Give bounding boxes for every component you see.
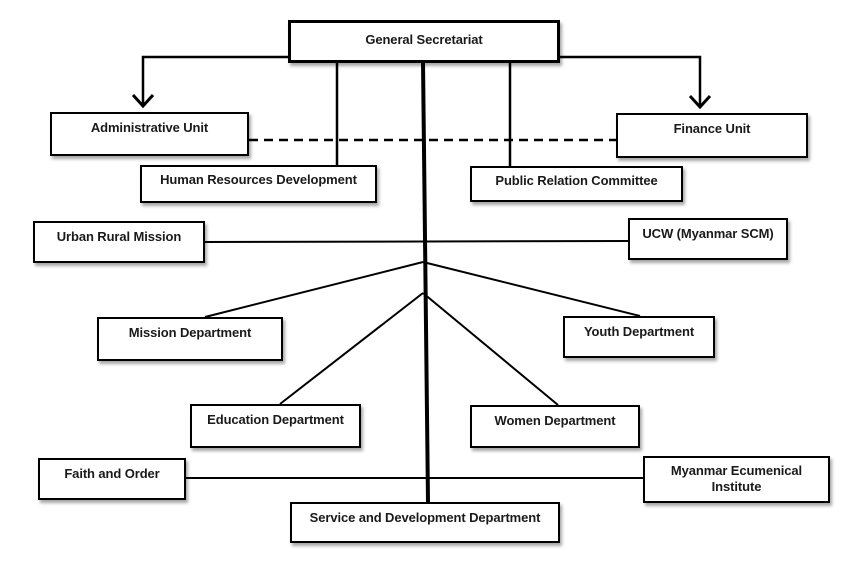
node-women-department: Women Department (470, 405, 640, 448)
node-mission-department: Mission Department (97, 317, 283, 361)
node-label: Education Department (207, 412, 344, 427)
edge-trunk-to-mission-department (204, 261, 424, 318)
node-finance-unit: Finance Unit (616, 113, 808, 158)
edge-trunk-to-youth-department (422, 261, 641, 317)
node-label: Faith and Order (64, 466, 160, 481)
node-label: Administrative Unit (90, 120, 209, 135)
node-urban-rural-mission: Urban Rural Mission (33, 221, 205, 263)
node-general-secretariat: General Secretariat (288, 20, 560, 63)
node-label: Women Department (494, 413, 616, 428)
node-human-resources-development: Human Resources Development (140, 165, 377, 203)
node-myanmar-ecumenical-institute: Myanmar Ecumenical Institute (643, 456, 830, 503)
edge-gs-to-administrative-unit (141, 55, 288, 104)
node-label: Youth Department (583, 324, 695, 339)
node-public-relation-committee: Public Relation Committee (470, 166, 683, 202)
node-label: Human Resources Development (160, 172, 357, 187)
node-education-department: Education Department (190, 404, 361, 448)
arrowhead-administrative-unit-icon (131, 93, 155, 109)
node-service-and-development-department: Service and Development Department (290, 502, 560, 543)
central-trunk-line (421, 61, 430, 503)
node-label: Service and Development Department (309, 510, 541, 525)
node-label: Urban Rural Mission (56, 229, 182, 244)
node-youth-department: Youth Department (563, 316, 715, 358)
node-label: UCW (Myanmar SCM) (642, 226, 774, 241)
node-administrative-unit: Administrative Unit (50, 112, 249, 156)
node-label: Myanmar Ecumenical Institute (670, 463, 803, 494)
edge-trunk-to-women-department (422, 292, 559, 406)
node-label: General Secretariat (365, 32, 483, 47)
node-label: Finance Unit (673, 121, 751, 136)
arrowhead-finance-unit-icon (688, 94, 712, 110)
node-label: Mission Department (128, 325, 252, 340)
edge-trunk-to-education-department (279, 292, 424, 405)
edge-urban-rural-mission-to-ucw (204, 240, 629, 243)
node-ucw-myanmar-scm: UCW (Myanmar SCM) (628, 218, 788, 260)
edge-gs-to-finance-unit (560, 55, 702, 105)
node-faith-and-order: Faith and Order (38, 458, 186, 500)
node-label: Public Relation Committee (495, 173, 658, 188)
